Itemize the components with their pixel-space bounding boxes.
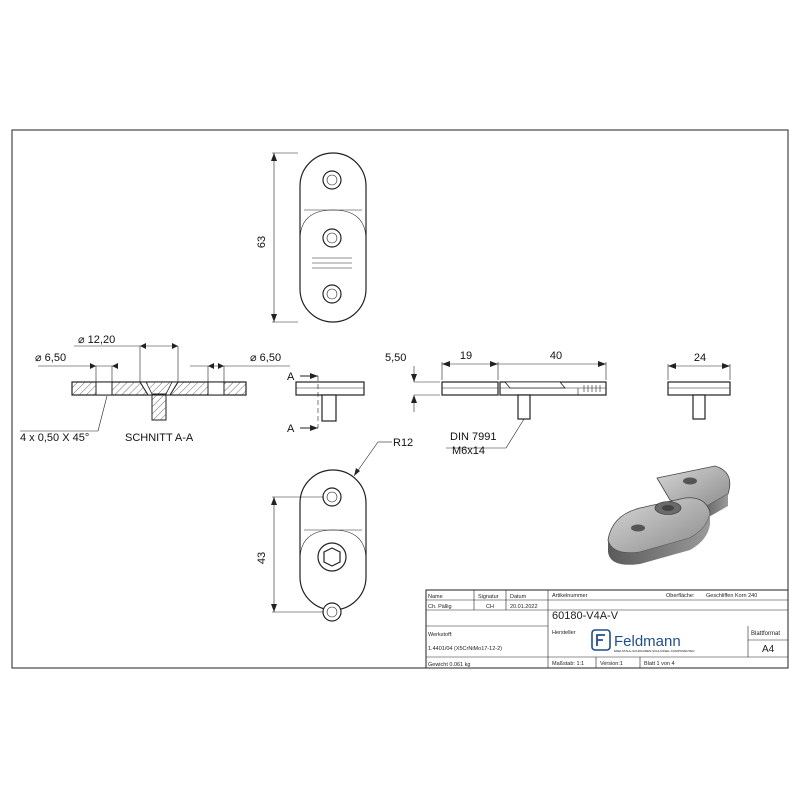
isometric-view: [607, 465, 731, 565]
scale: Maßstab: 1:1: [552, 661, 584, 667]
sheet-format: A4: [762, 644, 775, 655]
brand-name: Feldmann: [614, 633, 681, 650]
signature: CH: [486, 604, 494, 610]
version: Version:1: [600, 661, 623, 667]
dim-chamfer: 4 x 0,50 X 45°: [20, 432, 89, 444]
bottom-view: 43 R12: [256, 437, 413, 622]
feldmann-logo-icon: [591, 629, 611, 651]
surface-label: Oberfläche:: [666, 593, 695, 599]
weight: Gewicht 0.061 kg: [428, 662, 471, 668]
dim-dia-left: ⌀ 6,50: [35, 352, 66, 364]
sheet-frame: [11, 129, 789, 669]
section-label: SCHNITT A-A: [125, 432, 194, 444]
dim-dia-right: ⌀ 6,50: [250, 352, 281, 364]
screw-standard: DIN 7991: [450, 431, 496, 443]
dim-dia-center: ⌀ 12,20: [78, 334, 115, 346]
top-view: 63: [256, 152, 367, 323]
dim-width: 24: [694, 352, 706, 364]
dim-thickness: 5,50: [385, 352, 406, 364]
drawn-by: Ch. Pällig: [428, 604, 452, 610]
side-view: A A: [287, 371, 365, 435]
section-mark-bottom: A: [287, 423, 295, 435]
hdr-date: Datum: [510, 594, 527, 600]
manufacturer-label: Hersteller: [552, 630, 576, 636]
hdr-name: Name: [428, 594, 443, 600]
dim-len-long: 40: [550, 350, 562, 362]
section-view: ⌀ 6,50 ⌀ 12,20 ⌀ 6,50 4 x 0,50 X 45° SCH…: [20, 334, 290, 444]
end-view: 24: [667, 352, 731, 420]
dim-len-short: 19: [460, 350, 472, 362]
front-view: 5,50 19 40 DIN 7991 M6x14: [385, 350, 607, 457]
surface-value: Geschliffen Korn 240: [706, 593, 757, 599]
sheet-of: Blatt 1 von 4: [644, 661, 675, 667]
article-number: 60180-V4A-V: [552, 610, 619, 622]
dim-height-top: 63: [256, 236, 268, 248]
title-block: Name Signatur Datum Ch. Pällig CH 20.01.…: [425, 589, 789, 669]
brand-tagline: EDELSTAHL-SCHRAUBEN-SCHLÜSSEL-KOMPONENTE…: [614, 649, 694, 653]
article-label: Artikelnummer: [552, 593, 588, 599]
dim-radius: R12: [393, 437, 413, 449]
section-mark-top: A: [287, 371, 295, 383]
material-label: Werkstoff:: [428, 632, 453, 638]
dim-height-bottom: 43: [256, 552, 268, 564]
screw-size: M6x14: [452, 445, 485, 457]
date: 20.01.2022: [510, 604, 538, 610]
sheet-format-label: Blattformat: [751, 631, 780, 637]
thread-hatch: [583, 385, 601, 392]
hdr-signature: Signatur: [478, 594, 499, 600]
material-value: 1.4401/04 (X5CrNiMo17-12-2): [428, 646, 502, 652]
